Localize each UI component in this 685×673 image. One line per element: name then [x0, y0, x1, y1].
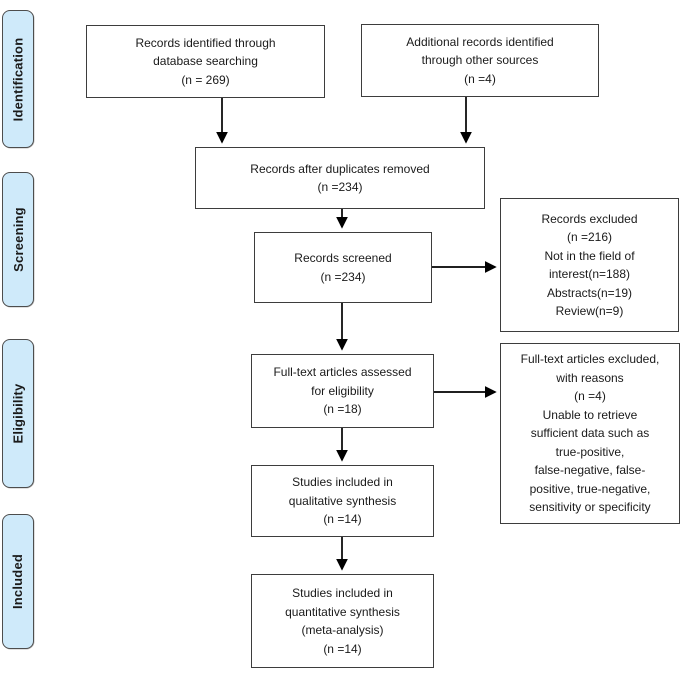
stage-included-label: Included: [10, 553, 26, 610]
box-studies-quantitative-synthesis: Studies included in quantitative synthes…: [251, 574, 434, 668]
stage-screening: Screening: [2, 172, 34, 307]
box-records-excluded: Records excluded (n =216) Not in the fie…: [500, 198, 679, 332]
stage-eligibility: Eligibility: [2, 339, 34, 488]
box-fulltext-articles-assessed: Full-text articles assessed for eligibil…: [251, 354, 434, 428]
box-records-identified-database: Records identified through database sear…: [86, 25, 325, 98]
box-records-screened: Records screened (n =234): [254, 232, 432, 303]
box-fulltext-articles-excluded: Full-text articles excluded, with reason…: [500, 343, 680, 524]
stage-identification-label: Identification: [10, 37, 26, 121]
stage-identification: Identification: [2, 10, 34, 148]
box-additional-records-other-sources: Additional records identified through ot…: [361, 24, 599, 97]
box-records-after-duplicates-removed: Records after duplicates removed (n =234…: [195, 147, 485, 209]
stage-eligibility-label: Eligibility: [10, 383, 26, 444]
box-studies-qualitative-synthesis: Studies included in qualitative synthesi…: [251, 465, 434, 537]
stage-included: Included: [2, 514, 34, 649]
stage-screening-label: Screening: [10, 207, 26, 272]
